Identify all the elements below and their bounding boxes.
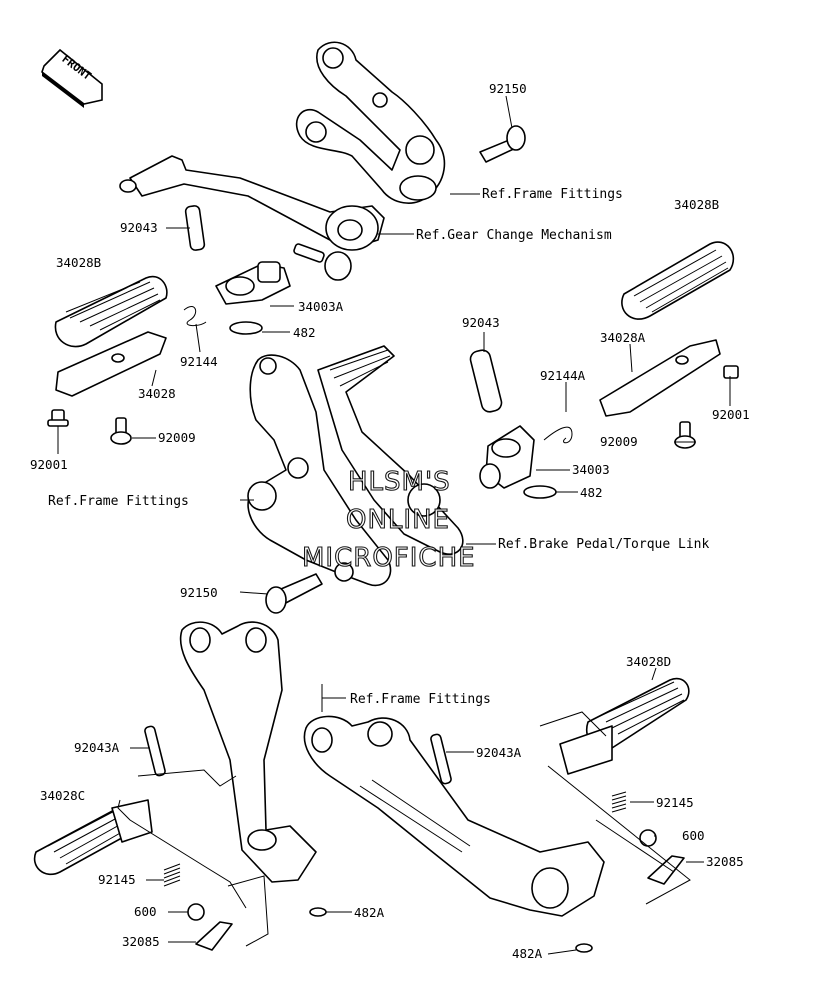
label-92145-left: 92145 <box>98 872 136 887</box>
footrest-34028-left <box>55 331 167 397</box>
label-600-left: 600 <box>134 904 157 919</box>
spring-92144 <box>183 306 207 327</box>
label-34028A: 34028A <box>600 330 646 345</box>
clip-482A-left <box>309 907 327 917</box>
label-32085-left: 32085 <box>122 934 160 949</box>
label-482A-right: 482A <box>512 946 543 961</box>
ref-frame-fittings-mid: Ref.Frame Fittings <box>48 494 189 509</box>
label-92145-right: 92145 <box>656 795 694 810</box>
bolt-92150-mid <box>265 573 323 614</box>
ref-gear-change-mechanism: Ref.Gear Change Mechanism <box>416 228 612 243</box>
label-34028C: 34028C <box>40 788 85 803</box>
footrest-rubber-34028B-right <box>621 241 735 320</box>
label-34028B-left: 34028B <box>56 255 101 270</box>
passenger-bracket-left <box>179 621 317 883</box>
label-482-mid: 482 <box>580 485 603 500</box>
bolt-92009-right <box>674 421 696 449</box>
watermark-line-1: HLSM'S <box>348 467 451 497</box>
bolt-92150-top <box>479 125 526 163</box>
label-482A-left: 482A <box>354 905 385 920</box>
label-92043A-left: 92043A <box>74 740 120 755</box>
passenger-bracket-right <box>303 715 605 917</box>
ref-frame-fittings-lower: Ref.Frame Fittings <box>350 692 491 707</box>
brake-pedal <box>317 345 464 555</box>
pin-92043-left <box>184 205 206 251</box>
footrest-34028A-right <box>599 339 721 417</box>
watermark-line-3: MICROFICHE <box>302 543 476 573</box>
washer-482-top <box>229 321 263 335</box>
leader-lines <box>57 95 731 955</box>
label-92043-left: 92043 <box>120 220 158 235</box>
footrest-34028C <box>33 799 153 876</box>
label-92043-right: 92043 <box>462 315 500 330</box>
front-arrow-icon: FRONT <box>41 48 103 108</box>
label-92150-mid: 92150 <box>180 585 218 600</box>
reference-boxes <box>117 711 691 947</box>
spring-92145-right <box>611 791 627 813</box>
bolt-92001-right <box>723 365 739 379</box>
footrest-34028D <box>559 677 690 775</box>
pin-92043A-left <box>144 725 166 777</box>
ball-600-right <box>639 829 657 847</box>
shift-pedal <box>119 155 385 251</box>
label-34028D: 34028D <box>626 654 671 669</box>
label-92150-top: 92150 <box>489 81 527 96</box>
plate-32085-right <box>647 855 685 885</box>
bolt-92001-left <box>47 409 69 427</box>
shift-side-bracket <box>295 41 446 204</box>
label-600-right: 600 <box>682 828 705 843</box>
ball-600-left <box>187 903 205 921</box>
bolt-92009-left <box>110 417 132 445</box>
pin-92043-right <box>469 349 503 413</box>
label-34003A: 34003A <box>298 299 344 314</box>
watermark-line-2: ONLINE <box>346 505 450 535</box>
label-92009-left: 92009 <box>158 430 196 445</box>
label-34003: 34003 <box>572 462 610 477</box>
label-92144: 92144 <box>180 354 218 369</box>
label-34028B-right: 34028B <box>674 197 719 212</box>
label-92009-right: 92009 <box>600 434 638 449</box>
linkage-34003A <box>215 261 291 305</box>
small-bolt-gear <box>293 243 352 281</box>
linkage-34003 <box>479 425 535 489</box>
watermark: HLSM'S ONLINE MICROFICHE <box>301 466 476 573</box>
spring-92144A <box>543 426 573 444</box>
pin-92043A-right <box>430 733 452 785</box>
clip-482A-right <box>575 943 593 953</box>
plate-32085-left <box>195 921 233 951</box>
brake-side-bracket <box>247 354 392 587</box>
ref-frame-fittings-top: Ref.Frame Fittings <box>482 187 623 202</box>
washer-482-mid <box>523 485 557 499</box>
spring-92145-left <box>163 863 181 887</box>
label-34028: 34028 <box>138 386 176 401</box>
label-32085-right: 32085 <box>706 854 744 869</box>
label-92144A: 92144A <box>540 368 586 383</box>
label-92001-right: 92001 <box>712 407 750 422</box>
label-482-top: 482 <box>293 325 316 340</box>
label-92043A-right: 92043A <box>476 745 522 760</box>
footrest-rubber-34028B-left <box>54 275 168 348</box>
label-92001-left: 92001 <box>30 457 68 472</box>
ref-brake-pedal-torque-link: Ref.Brake Pedal/Torque Link <box>498 537 709 552</box>
